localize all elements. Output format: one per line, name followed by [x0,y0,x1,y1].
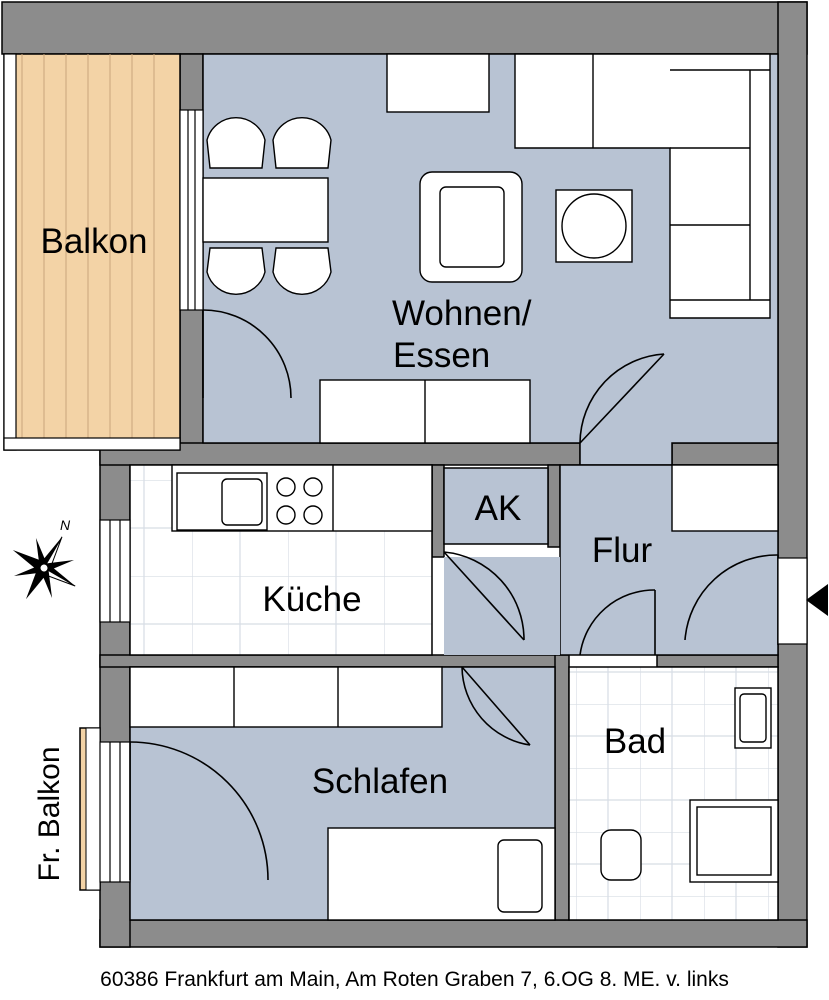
room-label-schlafen: Schlafen [312,762,448,801]
room-label-wohnen-line1: Wohnen/ [392,294,532,333]
address-caption: 60386 Frankfurt am Main, Am Roten Graben… [100,968,729,991]
french-balcony [79,727,101,891]
room-label-bad: Bad [604,722,666,761]
balcony [3,53,181,451]
windows [99,109,204,883]
furniture [129,53,779,921]
entrance-marker [777,557,828,645]
room-label-fr-balkon: Fr. Balkon [33,746,66,881]
room-label-wohnen-line2: Essen [393,336,490,375]
compass-rose [12,536,76,600]
compass-north-label: N [60,517,71,533]
room-label-ak: AK [475,489,522,528]
room-label-flur: Flur [592,531,653,570]
doors [129,309,779,881]
room-label-kueche: Küche [262,580,361,619]
room-label-balkon: Balkon [40,222,147,261]
